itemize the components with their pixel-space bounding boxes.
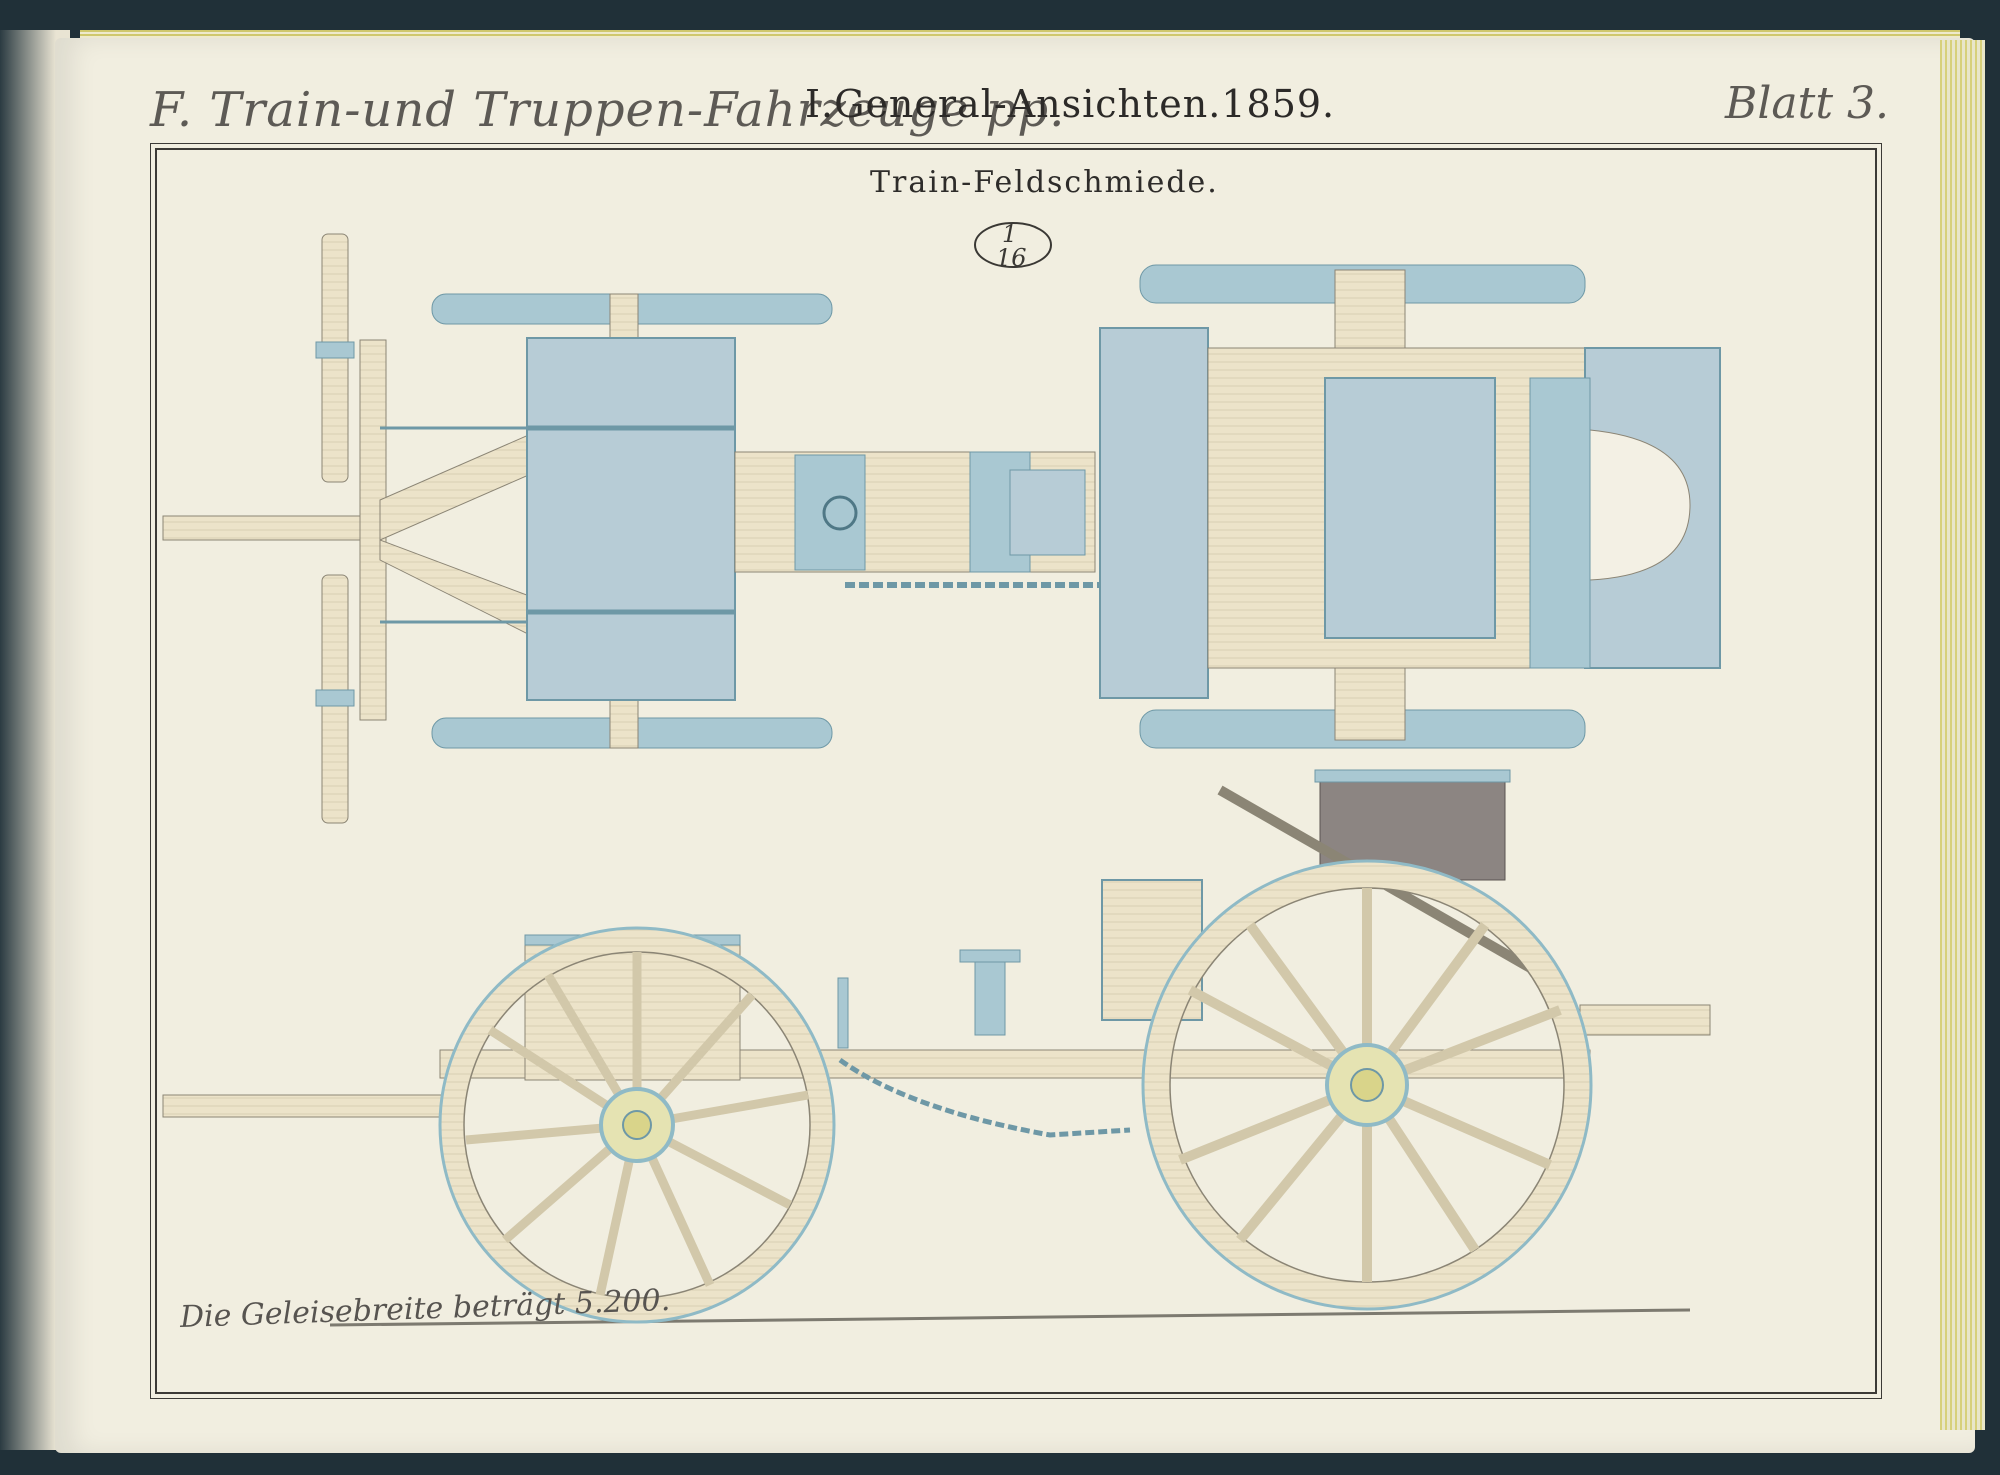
post [837, 977, 849, 1049]
coal-box [1099, 327, 1209, 699]
plate-page [55, 38, 1975, 1453]
hearth-hood [1589, 429, 1691, 581]
kingbolt [822, 495, 858, 531]
section-title: I.General-Ansichten.1859. [805, 82, 1336, 126]
gilded-page-edge-right [1940, 40, 1985, 1430]
front-wheel-side [438, 926, 836, 1324]
rear-platform [1579, 1004, 1711, 1036]
anvil-top [959, 949, 1021, 963]
bellows-lid [1314, 769, 1511, 783]
anvil [974, 954, 1006, 1036]
scale-numerator: 1 [1002, 220, 1018, 248]
side-plate [1529, 377, 1591, 669]
rear-wheel-side [1141, 859, 1593, 1311]
ground-line [329, 1308, 1691, 1327]
hounds [379, 429, 541, 541]
plate-border [155, 148, 1877, 1394]
series-title: F. Train-und Truppen-Fahrzeuge pp. [150, 82, 1066, 138]
chain-side [838, 1057, 1131, 1138]
hook-2 [315, 689, 355, 707]
limber-chest [526, 337, 736, 701]
side-elevation [162, 769, 1711, 1327]
hook-1 [315, 341, 355, 359]
plate-title: Train-Feldschmiede. [870, 165, 1219, 200]
scale-denominator: 16 [996, 244, 1027, 272]
plate-number: Blatt 3. [1725, 78, 1889, 129]
scale-oval [974, 222, 1052, 268]
hounds-2 [379, 539, 541, 641]
tongue [162, 515, 379, 541]
plan-view [162, 233, 1721, 824]
tongue-side [162, 1094, 444, 1118]
bellows-box-plan [1324, 377, 1496, 639]
vise-bracket [1009, 469, 1086, 556]
